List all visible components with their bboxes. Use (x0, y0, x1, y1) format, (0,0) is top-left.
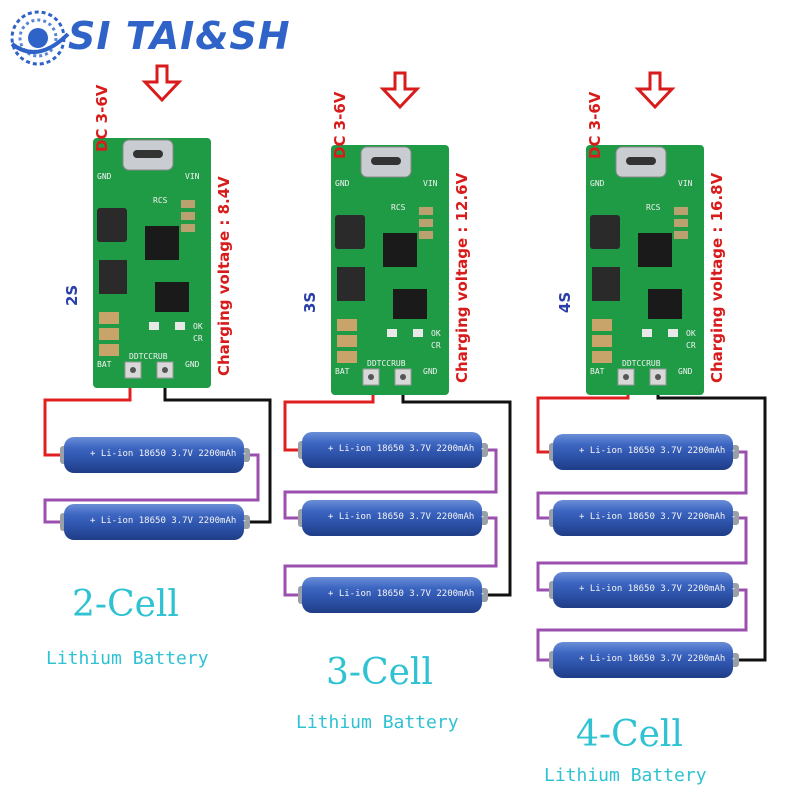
wire-series-2b (283, 516, 498, 597)
battery-label: + Li-ion 18650 3.7V 2200mAh - (579, 654, 737, 664)
input-voltage-label: DC 3-6V (331, 91, 349, 159)
group-subtitle-3cell: Lithium Battery (296, 712, 459, 733)
brand-name: SI TAI&SH (68, 14, 291, 58)
battery-label: + Li-ion 18650 3.7V 2200mAh - (328, 512, 486, 522)
battery-label: + Li-ion 18650 3.7V 2200mAh - (579, 584, 737, 594)
silk-vin: VIN (678, 179, 693, 188)
chip-u1 (383, 233, 417, 267)
battery-cell: + Li-ion 18650 3.7V 2200mAh - (549, 642, 739, 678)
group-title-2cell: 2-Cell (72, 584, 179, 625)
silk-rcs: RCS (391, 203, 406, 212)
input-voltage-label: DC 3-6V (586, 91, 604, 159)
silk-cr: CR (686, 341, 696, 350)
silk-gnd2: GND (423, 367, 438, 376)
silk-ok: OK (686, 329, 696, 338)
group-title-4cell: 4-Cell (576, 714, 683, 755)
wire-positive-1 (43, 372, 132, 457)
silk-bat: BAT (335, 367, 350, 376)
input-voltage-label: DC 3-6V (93, 84, 111, 152)
charger-module-3s: DC 3-6V Charging voltage : 12.6V 3S GND … (301, 67, 493, 427)
battery-cell: + Li-ion 18650 3.7V 2200mAh - (549, 500, 739, 536)
group-subtitle-4cell: Lithium Battery (544, 765, 707, 786)
silk-cr: CR (431, 341, 441, 350)
battery-cell: + Li-ion 18650 3.7V 2200mAh - (549, 434, 739, 470)
wire-series-3c (536, 588, 748, 662)
inductor (335, 215, 365, 249)
silk-rcs: RCS (153, 196, 168, 205)
charger-module-2s: DC 3-6V Charging voltage : 8.4V 2S GND V… (63, 60, 255, 420)
battery-label: + Li-ion 18650 3.7V 2200mAh - (579, 512, 737, 522)
silk-code: DDTCCRUB (129, 352, 168, 361)
input-arrow-icon (141, 64, 183, 103)
silk-bat: BAT (97, 360, 112, 369)
battery-cell: + Li-ion 18650 3.7V 2200mAh - (549, 572, 739, 608)
series-label: 4S (556, 291, 574, 313)
wire-series-3b (536, 516, 748, 592)
battery-label: + Li-ion 18650 3.7V 2200mAh - (328, 444, 486, 454)
silk-gnd: GND (590, 179, 605, 188)
silk-cr: CR (193, 334, 203, 343)
wire-series-3a (536, 450, 748, 520)
input-arrow-icon (634, 71, 676, 110)
globe-logo-icon (10, 10, 70, 66)
series-label: 3S (301, 291, 319, 313)
diode (99, 260, 127, 294)
battery-cell: + Li-ion 18650 3.7V 2200mAh - (60, 504, 250, 540)
pcb-board (331, 71, 449, 395)
diode (592, 267, 620, 301)
chip-u1 (638, 233, 672, 267)
silk-code: DDTCCRUB (622, 359, 661, 368)
silk-vin: VIN (185, 172, 200, 181)
charging-voltage-label: Charging voltage : 16.8V (708, 172, 726, 383)
silk-bat: BAT (590, 367, 605, 376)
silk-rcs: RCS (646, 203, 661, 212)
battery-label: + Li-ion 18650 3.7V 2200mAh - (90, 516, 248, 526)
battery-label: + Li-ion 18650 3.7V 2200mAh - (90, 449, 248, 459)
brand-logo: SI TAI&SH (6, 4, 326, 74)
battery-label: + Li-ion 18650 3.7V 2200mAh - (579, 446, 737, 456)
silk-gnd: GND (335, 179, 350, 188)
silk-vin: VIN (423, 179, 438, 188)
input-arrow-icon (379, 71, 421, 110)
silk-gnd2: GND (678, 367, 693, 376)
battery-cell: + Li-ion 18650 3.7V 2200mAh - (60, 437, 250, 473)
chip-u1 (145, 226, 179, 260)
battery-label: + Li-ion 18650 3.7V 2200mAh - (328, 589, 486, 599)
silk-code: DDTCCRUB (367, 359, 406, 368)
charging-voltage-label: Charging voltage : 12.6V (453, 172, 471, 383)
battery-cell: + Li-ion 18650 3.7V 2200mAh - (298, 577, 488, 613)
chip-u2 (155, 282, 189, 312)
battery-cell: + Li-ion 18650 3.7V 2200mAh - (298, 500, 488, 536)
group-title-3cell: 3-Cell (326, 652, 433, 693)
silk-ok: OK (193, 322, 203, 331)
inductor (590, 215, 620, 249)
inductor (97, 208, 127, 242)
silk-gnd: GND (97, 172, 112, 181)
charging-voltage-label: Charging voltage : 8.4V (215, 176, 233, 376)
silk-gnd2: GND (185, 360, 200, 369)
wire-series-2a (283, 448, 498, 520)
pcb-board (93, 64, 211, 388)
series-label: 2S (63, 284, 81, 306)
group-subtitle-2cell: Lithium Battery (46, 648, 209, 669)
battery-cell: + Li-ion 18650 3.7V 2200mAh - (298, 432, 488, 468)
pcb-board (586, 71, 704, 395)
diode (337, 267, 365, 301)
silk-ok: OK (431, 329, 441, 338)
charger-module-4s: DC 3-6V Charging voltage : 16.8V 4S GND … (556, 67, 748, 427)
wire-negative-1 (163, 372, 272, 524)
chip-u2 (648, 289, 682, 319)
wire-series-1a (43, 453, 260, 524)
chip-u2 (393, 289, 427, 319)
